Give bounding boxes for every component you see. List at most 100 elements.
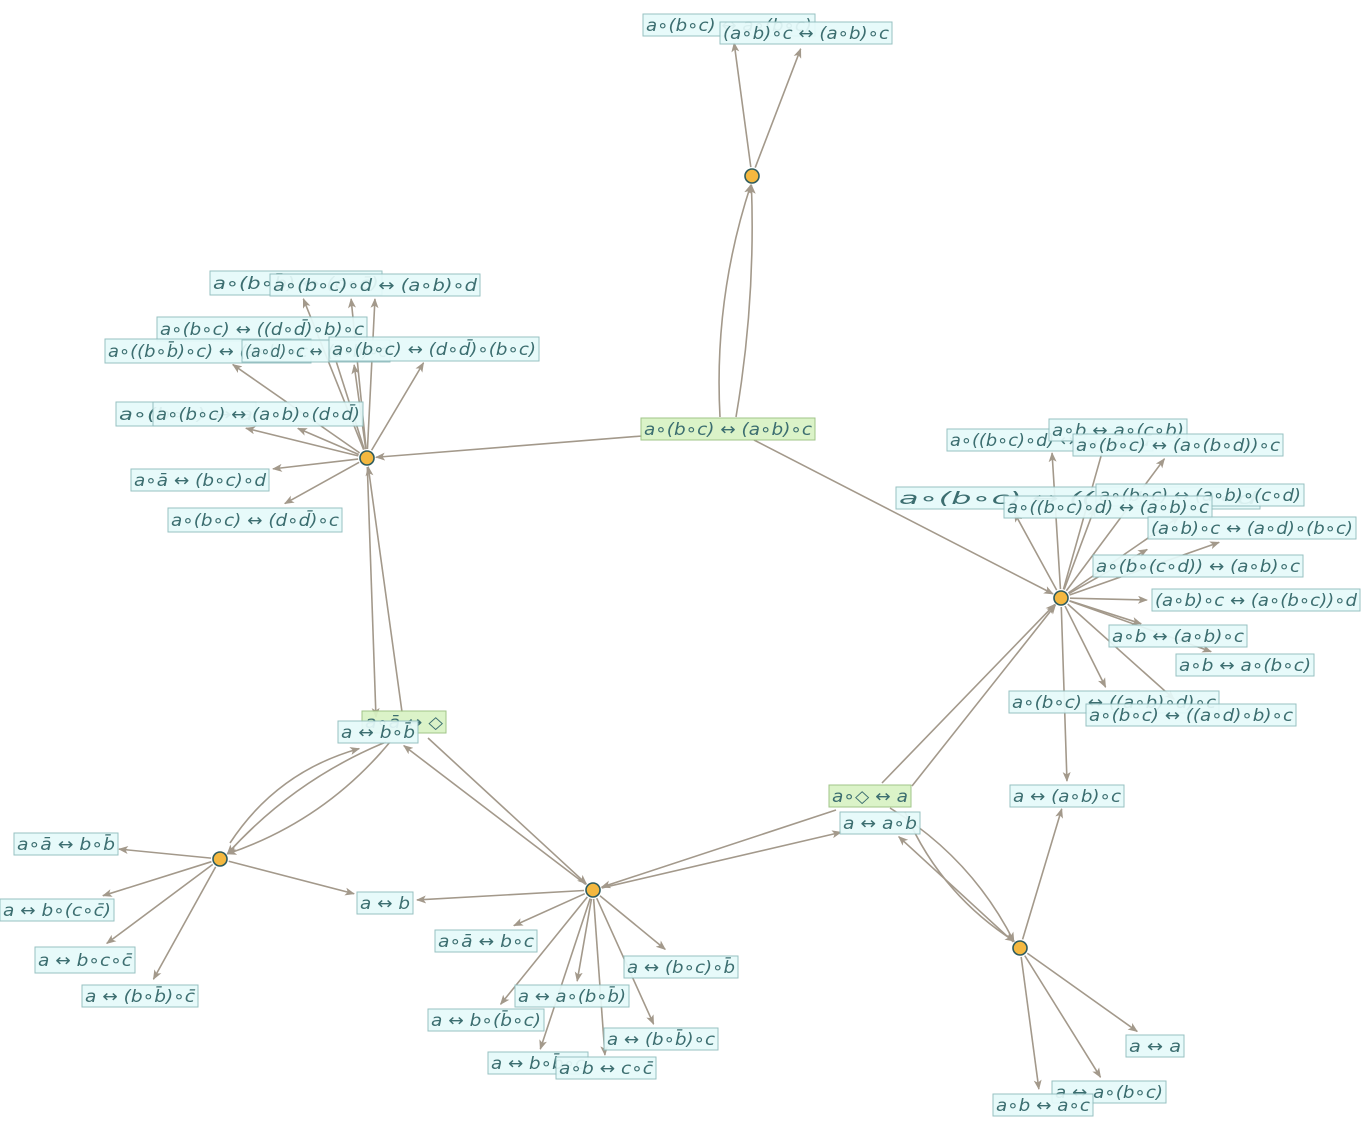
label-text: a ↔ b∘(b̄∘c) bbox=[431, 1009, 541, 1031]
hub-node bbox=[359, 450, 375, 466]
source-label-box bbox=[640, 417, 816, 441]
label-text: a∘ā ↔ (b∘c)∘d bbox=[134, 471, 266, 491]
hub-node bbox=[1012, 940, 1028, 956]
label-l7: a∘(b∘c)∘d ↔ (a∘b)∘d bbox=[269, 273, 481, 297]
edge-arrow bbox=[1024, 955, 1102, 1078]
label-text: a ↔ a∘(b∘b̄) bbox=[518, 985, 626, 1007]
hub-node bbox=[585, 882, 601, 898]
edge-arrow bbox=[911, 604, 1057, 787]
label-l8: a∘(b∘c) ↔ ((d∘d̄)∘b)∘c bbox=[156, 316, 368, 342]
label-text: a ↔ b bbox=[360, 894, 410, 914]
label-box bbox=[269, 273, 481, 297]
label-l25: a∘b ↔ (a∘b)∘c bbox=[1108, 624, 1248, 648]
label-text: a ↔ b∘c∘c̄ bbox=[38, 951, 133, 971]
edge-arrow bbox=[904, 811, 1016, 942]
edge-arrow bbox=[228, 860, 355, 896]
nodes-layer bbox=[212, 168, 1069, 956]
label-l11: a∘(b∘c) ↔ (d∘d̄)∘(b∘c) bbox=[328, 336, 540, 362]
label-box bbox=[0, 898, 115, 922]
edge-arrow bbox=[599, 895, 666, 950]
label-box bbox=[1125, 1034, 1185, 1058]
label-box bbox=[1072, 433, 1284, 457]
edge-arrow bbox=[296, 427, 360, 456]
edge-arrow bbox=[427, 737, 588, 885]
label-l14: a∘ā ↔ (b∘c)∘d bbox=[130, 468, 270, 492]
edge-arrow bbox=[754, 47, 802, 168]
label-l22: (a∘b)∘c ↔ (a∘d)∘(b∘c) bbox=[1147, 516, 1357, 540]
label-box bbox=[328, 336, 540, 362]
label-box bbox=[1085, 703, 1297, 727]
edge-arrow bbox=[1069, 595, 1148, 604]
label-l13: a∘(b∘c) ↔ (a∘b)∘(d∘d̄) bbox=[152, 401, 364, 427]
label-box bbox=[434, 929, 538, 953]
label-l3: a∘◇ ↔ a bbox=[828, 784, 912, 808]
label-box bbox=[1175, 653, 1315, 677]
label-box bbox=[356, 891, 414, 915]
edge-arrow bbox=[101, 860, 212, 897]
label-l44: a ↔ a bbox=[1125, 1034, 1185, 1058]
edge-arrow bbox=[415, 889, 585, 904]
edge-arrow bbox=[1065, 458, 1166, 592]
label-text: a ↔ (a∘b)∘c bbox=[1013, 787, 1122, 807]
edge-arrow bbox=[244, 426, 359, 457]
label-text: a ↔ (b∘c)∘b̄ bbox=[627, 956, 735, 978]
label-box bbox=[555, 1056, 657, 1080]
label-l41: a ↔ (b∘b̄)∘c bbox=[603, 1027, 719, 1051]
edge-arrow bbox=[284, 461, 360, 505]
label-box bbox=[1147, 516, 1357, 540]
label-box bbox=[167, 507, 343, 533]
edge-arrow bbox=[226, 741, 391, 855]
edge-arrow bbox=[374, 435, 643, 461]
label-box bbox=[427, 1008, 545, 1032]
edges-layer bbox=[101, 42, 1221, 1091]
label-l37: a∘ā ↔ b∘c bbox=[434, 929, 538, 953]
label-text: a∘(b∘c) ↔ (a∘(b∘d))∘c bbox=[1076, 436, 1281, 456]
label-text: a∘b ↔ a∘c bbox=[996, 1096, 1091, 1116]
label-box bbox=[992, 1093, 1094, 1117]
label-text: a ↔ a∘b bbox=[843, 814, 917, 834]
label-box bbox=[130, 468, 270, 492]
hub-node bbox=[744, 168, 760, 184]
label-text: a∘(b∘c) ↔ ((a∘d)∘b)∘c bbox=[1089, 706, 1294, 726]
label-l46: a∘b ↔ a∘c bbox=[992, 1093, 1094, 1117]
source-label-box bbox=[828, 784, 912, 808]
hub-node bbox=[212, 851, 228, 867]
label-l34: a ↔ b∘c∘c̄ bbox=[34, 946, 136, 974]
label-box bbox=[603, 1027, 719, 1051]
label-text: a∘(b∘c) ↔ (d∘d̄)∘(b∘c) bbox=[332, 338, 536, 360]
edge-arrow bbox=[731, 42, 752, 168]
label-l36: a ↔ b bbox=[356, 891, 414, 915]
label-l21: a∘((b∘c)∘d) ↔ (a∘b)∘c bbox=[1003, 495, 1213, 519]
label-text: a∘(b∘(c∘d)) ↔ (a∘b)∘c bbox=[1096, 557, 1301, 577]
label-l30: a ↔ b∘b̄ bbox=[337, 720, 419, 744]
edge-arrow bbox=[1067, 603, 1175, 700]
label-l33: a ↔ b∘(c∘c̄) bbox=[0, 898, 115, 922]
label-text: a∘b ↔ a∘(b∘c) bbox=[1179, 656, 1311, 676]
label-box bbox=[1009, 784, 1125, 808]
edge-arrow bbox=[229, 747, 361, 844]
label-text: (a∘b)∘c ↔ (a∘d)∘(b∘c) bbox=[1151, 519, 1353, 539]
label-l31: a ↔ a∘b bbox=[839, 811, 921, 835]
edge-arrow bbox=[365, 465, 403, 713]
label-text: a∘b ↔ (a∘b)∘c bbox=[1112, 627, 1245, 647]
label-text: a∘(b∘c) ↔ ((d∘d̄)∘b)∘c bbox=[160, 318, 365, 340]
edge-arrow bbox=[1021, 808, 1063, 940]
label-text: a∘(b∘c) ↔ (a∘b)∘c bbox=[644, 420, 813, 440]
label-text: (a∘b)∘c ↔ (a∘b)∘c bbox=[723, 24, 890, 44]
label-box bbox=[337, 720, 419, 744]
edge-arrow bbox=[592, 898, 609, 1056]
label-l28: a∘(b∘c) ↔ ((a∘d)∘b)∘c bbox=[1085, 703, 1297, 727]
label-box bbox=[1151, 588, 1361, 612]
label-text: a ↔ b∘b̄ bbox=[341, 721, 415, 743]
label-l32: a∘ā ↔ b∘b̄ bbox=[13, 832, 119, 856]
label-l1: a∘(b∘c) ↔ (a∘b)∘c bbox=[640, 417, 816, 441]
label-l35: a ↔ (b∘b̄)∘c̄ bbox=[81, 984, 199, 1008]
label-box bbox=[34, 946, 136, 974]
edge-arrow bbox=[753, 439, 1054, 595]
label-box bbox=[1092, 554, 1304, 578]
label-l5: (a∘b)∘c ↔ (a∘b)∘c bbox=[719, 21, 893, 45]
label-l40: a ↔ b∘(b̄∘c) bbox=[427, 1008, 545, 1032]
label-box bbox=[81, 984, 199, 1008]
edge-arrow bbox=[898, 835, 1014, 943]
labels-layer: a∘(b∘c) ↔ (a∘b)∘ca∘ā ↔ ◇a∘◇ ↔ aa∘(b∘c) ↔… bbox=[0, 13, 1361, 1117]
